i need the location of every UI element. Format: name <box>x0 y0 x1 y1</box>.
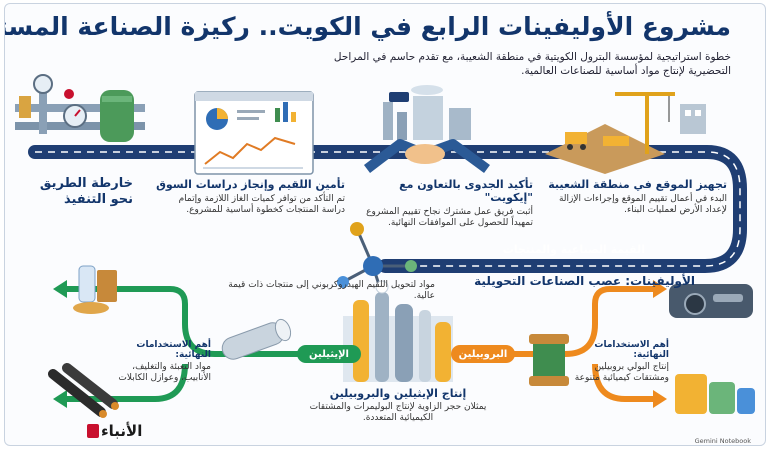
propylene-arrowhead-top <box>653 280 667 298</box>
step-site-prep: تجهيز الموقع في منطقة الشعيبة البدء في أ… <box>545 178 727 216</box>
ethylene-arrowhead-bottom <box>53 390 67 408</box>
packaging-products-icon <box>73 265 117 314</box>
step-feasibility-title: تأكيد الجدوى بالتعاون مع "إيكويت" <box>399 178 533 204</box>
step-feasibility-text: أثبت فريق عمل مشترك نجاح تقييم المشروع ت… <box>366 207 533 228</box>
propylene-arrowhead-bottom <box>653 390 667 408</box>
logo-mark <box>87 424 99 438</box>
propylene-arrow-lower <box>592 363 655 402</box>
center-production-title: إنتاج الإيثيلين والبروبيلين <box>329 387 467 400</box>
step-feedstock-text: تم التأكد من توافر كميات الغاز اللازمة و… <box>178 194 345 215</box>
ethylene-uses-title: أهم الاستخدامات النهائية: <box>136 340 211 360</box>
ethylene-arrowhead-top <box>53 280 67 298</box>
step-feedstock: تأمين اللقيم وإنجاز دراسات السوق تم التأ… <box>155 178 345 216</box>
propylene-uses-text: إنتاج البولي بروبيلين ومشتقات كيميائية م… <box>574 362 669 383</box>
construction-site-icon <box>545 92 706 174</box>
ethylene-label: الإيثيلين <box>297 345 361 363</box>
step-feedstock-title: تأمين اللقيم وإنجاز دراسات السوق <box>156 178 345 191</box>
handshake-partnership-icon <box>363 85 490 174</box>
page-subtitle: خطوة استراتيجية لمؤسسة البترول الكويتية … <box>333 51 731 77</box>
infographic: مشروع الأوليفينات الرابع في الكويت.. ركي… <box>4 3 766 446</box>
step-feasibility: تأكيد الجدوى بالتعاون مع "إيكويت" أثبت ف… <box>355 178 533 229</box>
credit-text: Gemini Notebook <box>694 437 751 445</box>
roadmap-road-dashes <box>35 151 741 267</box>
center-production: إنتاج الإيثيلين والبروبيلين يمثلان حجر ا… <box>303 387 493 424</box>
olefins-heading: الأوليفينات: عصب الصناعات التحويلية <box>474 274 695 288</box>
page-title: مشروع الأوليفينات الرابع في الكويت.. ركي… <box>4 12 731 41</box>
pipes-gauges-icon <box>15 74 145 142</box>
ethylene-uses-text: مواد التعبئة والتغليف، الأنابيب، وعوازل … <box>118 362 211 383</box>
ethylene-arrow <box>65 286 365 357</box>
petrochemical-plant-icon <box>343 280 453 382</box>
propylene-arrow <box>445 286 655 357</box>
cable-insulation-icon <box>48 363 119 418</box>
feed-text: مواد لتحويل اللقيم الهيدروكربوني إلى منت… <box>228 280 435 301</box>
thread-spool-icon <box>529 334 569 386</box>
car-interior-icon <box>669 284 753 318</box>
propylene-uses-title: أهم الاستخدامات النهائية: <box>594 340 669 360</box>
step-site-prep-title: تجهيز الموقع في منطقة الشعيبة <box>548 178 727 191</box>
propylene-uses: أهم الاستخدامات النهائية: إنتاج البولي ب… <box>569 340 669 384</box>
value-chain-label: القيمة الصناعية والمنتجات <box>502 243 645 256</box>
molecule-icon <box>337 222 417 305</box>
market-study-dashboard-icon <box>194 91 314 175</box>
roadmap-heading: خارطة الطريق نحو التنفيذ <box>39 176 133 207</box>
illustration-layer <box>15 74 755 418</box>
ethylene-uses: أهم الاستخدامات النهائية: مواد التعبئة و… <box>105 340 211 384</box>
step-site-prep-text: البدء في أعمال تقييم الموقع وإجراءات الإ… <box>558 194 727 215</box>
propylene-label: البروبيلين <box>451 345 515 363</box>
chemical-containers-icon <box>675 374 755 414</box>
ethylene-arrow-lower <box>65 363 188 402</box>
pipe-icon <box>221 318 292 360</box>
center-production-text: يمثلان حجر الزاوية لإنتاج البوليمرات وال… <box>309 402 487 423</box>
newspaper-logo: الأنباء <box>101 422 143 440</box>
